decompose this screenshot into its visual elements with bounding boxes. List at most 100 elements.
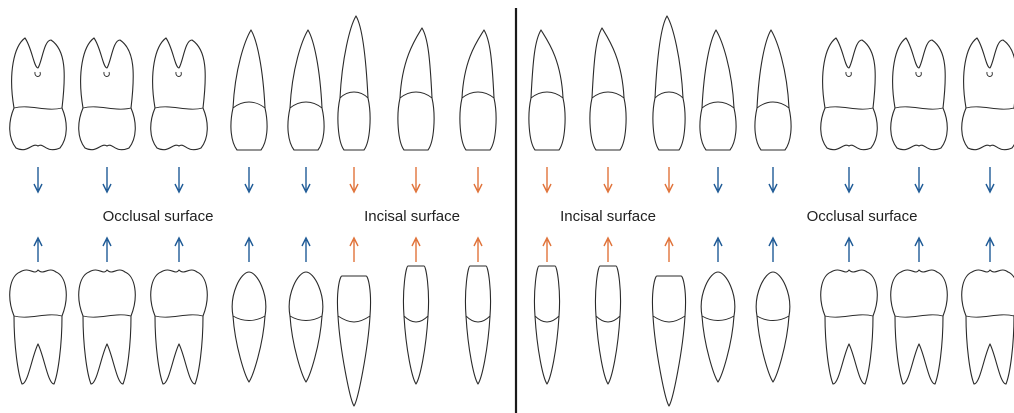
lower-molar-tooth-14 — [821, 270, 878, 384]
tooth-outline — [10, 38, 67, 150]
tooth-outline — [891, 38, 948, 150]
upper-incisor-tooth-10 — [590, 28, 626, 150]
tooth-outline — [821, 270, 878, 384]
label-incisal-surface-right: Incisal surface — [560, 208, 656, 225]
occlusal-arrow-up-5 — [302, 238, 310, 262]
lower-canine-tooth-6 — [337, 276, 370, 406]
incisal-arrow-up-9 — [543, 238, 551, 262]
occlusal-arrow-up-2 — [103, 238, 111, 262]
tooth-outline — [151, 38, 208, 150]
lower-incisor-tooth-8 — [465, 266, 490, 384]
tooth-outline — [288, 30, 324, 150]
tooth-outline — [232, 272, 266, 382]
lower-canine-tooth-11 — [652, 276, 685, 406]
occlusal-arrow-down-2 — [103, 167, 111, 192]
occlusal-arrow-down-12 — [714, 167, 722, 192]
lower-teeth-row — [10, 266, 1014, 406]
tooth-outline — [534, 266, 559, 384]
lower-molar-tooth-16 — [962, 270, 1014, 384]
lower-premolar-tooth-4 — [232, 272, 266, 382]
occlusal-arrow-up-12 — [714, 238, 722, 262]
incisal-arrow-up-11 — [665, 238, 673, 262]
label-incisal-surface-left: Incisal surface — [364, 208, 460, 225]
lower-molar-tooth-15 — [891, 270, 948, 384]
incisal-arrow-up-10 — [604, 238, 612, 262]
occlusal-arrow-down-15 — [915, 167, 923, 192]
tooth-outline — [962, 270, 1014, 384]
upper-incisor-tooth-7 — [398, 28, 434, 150]
incisal-arrow-down-11 — [665, 167, 673, 192]
occlusal-arrow-down-16 — [986, 167, 994, 192]
lower-incisor-tooth-7 — [403, 266, 428, 384]
tooth-outline — [79, 38, 136, 150]
occlusal-arrow-down-4 — [245, 167, 253, 192]
upper-molar-tooth-15 — [891, 38, 948, 150]
incisal-arrow-down-6 — [350, 167, 358, 192]
lower-molar-tooth-3 — [151, 270, 208, 384]
occlusal-arrow-up-4 — [245, 238, 253, 262]
upper-premolar-tooth-4 — [231, 30, 267, 150]
occlusal-arrow-down-1 — [34, 167, 42, 192]
occlusal-arrow-up-16 — [986, 238, 994, 262]
tooth-outline — [756, 272, 790, 382]
incisal-arrow-down-7 — [412, 167, 420, 192]
tooth-outline — [289, 272, 323, 382]
lower-incisor-tooth-10 — [595, 266, 620, 384]
tooth-outline — [595, 266, 620, 384]
occlusal-arrow-down-3 — [175, 167, 183, 192]
incisal-arrow-down-10 — [604, 167, 612, 192]
upper-incisor-tooth-9 — [529, 30, 565, 150]
label-occlusal-surface-right: Occlusal surface — [807, 208, 918, 225]
tooth-outline — [338, 16, 370, 150]
incisal-arrow-up-7 — [412, 238, 420, 262]
tooth-outline — [79, 270, 136, 384]
incisal-arrow-down-9 — [543, 167, 551, 192]
tooth-outline — [460, 30, 496, 150]
upper-molar-tooth-2 — [79, 38, 136, 150]
lower-molar-tooth-1 — [10, 270, 67, 384]
tooth-outline — [590, 28, 626, 150]
tooth-outline — [337, 276, 370, 406]
occlusal-arrow-down-14 — [845, 167, 853, 192]
upper-premolar-tooth-5 — [288, 30, 324, 150]
upper-canine-tooth-11 — [653, 16, 685, 150]
lower-premolar-tooth-5 — [289, 272, 323, 382]
upper-teeth-row — [10, 16, 1014, 150]
occlusal-arrow-up-1 — [34, 238, 42, 262]
occlusal-arrow-down-13 — [769, 167, 777, 192]
upper-molar-tooth-16 — [962, 38, 1014, 150]
lower-incisor-tooth-9 — [534, 266, 559, 384]
upper-molar-tooth-3 — [151, 38, 208, 150]
tooth-outline — [231, 30, 267, 150]
upper-premolar-tooth-13 — [755, 30, 791, 150]
tooth-outline — [398, 28, 434, 150]
upper-molar-tooth-14 — [821, 38, 878, 150]
tooth-outline — [465, 266, 490, 384]
tooth-outline — [403, 266, 428, 384]
upper-molar-tooth-1 — [10, 38, 67, 150]
incisal-arrow-down-8 — [474, 167, 482, 192]
tooth-outline — [755, 30, 791, 150]
occlusal-arrow-up-15 — [915, 238, 923, 262]
upper-premolar-tooth-12 — [700, 30, 736, 150]
lower-premolar-tooth-12 — [701, 272, 735, 382]
tooth-outline — [529, 30, 565, 150]
tooth-outline — [652, 276, 685, 406]
incisal-arrow-up-6 — [350, 238, 358, 262]
tooth-outline — [821, 38, 878, 150]
occlusal-arrow-up-3 — [175, 238, 183, 262]
tooth-outline — [151, 270, 208, 384]
label-occlusal-surface-left: Occlusal surface — [103, 208, 214, 225]
incisal-arrow-up-8 — [474, 238, 482, 262]
occlusal-arrow-up-14 — [845, 238, 853, 262]
occlusal-arrow-down-5 — [302, 167, 310, 192]
occlusal-arrow-up-13 — [769, 238, 777, 262]
lower-molar-tooth-2 — [79, 270, 136, 384]
tooth-outline — [962, 38, 1014, 150]
tooth-outline — [653, 16, 685, 150]
lower-premolar-tooth-13 — [756, 272, 790, 382]
tooth-outline — [891, 270, 948, 384]
tooth-outline — [701, 272, 735, 382]
tooth-outline — [10, 270, 67, 384]
